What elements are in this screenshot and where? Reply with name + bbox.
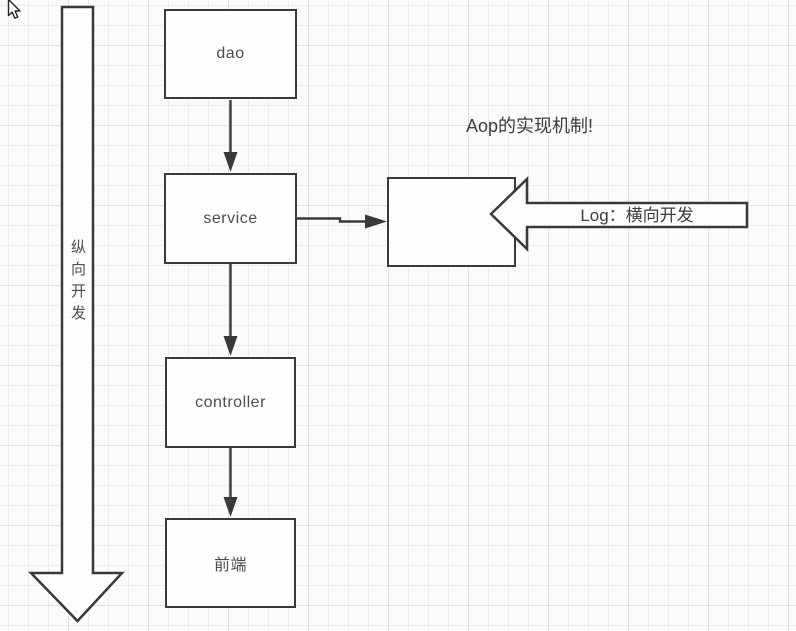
- node-service[interactable]: service: [164, 173, 297, 264]
- connector-controller-frontend[interactable]: [223, 448, 238, 517]
- node-dao[interactable]: dao: [164, 9, 297, 99]
- vertical-arrow-label: 纵向开发: [69, 239, 86, 327]
- block-arrow-label: Log：横向开发: [580, 206, 694, 225]
- connector-dao-service[interactable]: [223, 100, 238, 172]
- node-frontend-label: 前端: [213, 557, 247, 574]
- mouse-cursor-icon: [7, 0, 21, 19]
- connector-service-controller[interactable]: [223, 264, 238, 356]
- node-controller-label: controller: [195, 393, 266, 411]
- node-aop-target[interactable]: [387, 177, 516, 267]
- node-service-label: service: [203, 209, 258, 227]
- node-controller[interactable]: controller: [165, 357, 296, 448]
- annotation-text[interactable]: Aop的实现机制!: [466, 116, 594, 136]
- node-dao-label: dao: [216, 45, 245, 62]
- horizontal-block-arrow-shape[interactable]: [489, 176, 749, 252]
- connector-service-aop[interactable]: [297, 214, 387, 229]
- node-frontend[interactable]: 前端: [165, 518, 296, 608]
- vertical-block-arrow-shape[interactable]: [28, 5, 125, 623]
